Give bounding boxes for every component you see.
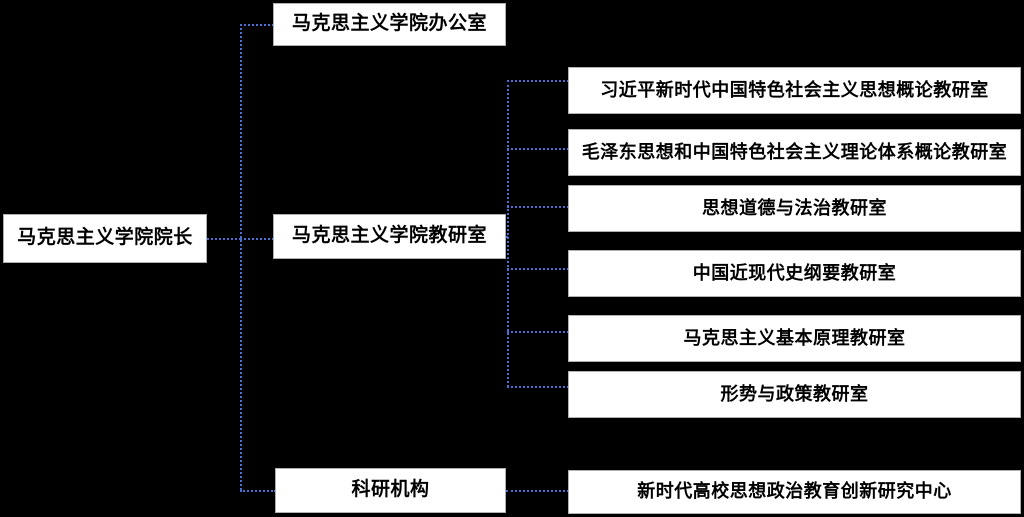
connector-research-org-to-center: [506, 490, 569, 492]
node-root-dean[interactable]: 马克思主义学院院长: [3, 214, 207, 263]
connector-branch-dept-1: [507, 148, 569, 150]
node-branch-office[interactable]: 马克思主义学院办公室: [273, 3, 506, 46]
node-department-xi-jinping-thought[interactable]: 习近平新时代中国特色社会主义思想概论教研室: [568, 67, 1021, 114]
connector-root-to-trunk: [207, 238, 241, 240]
node-research-center-ideological-political-education[interactable]: 新时代高校思想政治教育创新研究中心: [568, 470, 1021, 514]
connector-teaching-to-dept-trunk: [506, 236, 508, 238]
node-department-mao-zedong-thought[interactable]: 毛泽东思想和中国特色社会主义理论体系概论教研室: [568, 129, 1021, 176]
connector-branch-dept-5: [507, 386, 569, 388]
node-department-ideology-morality-rule-of-law[interactable]: 思想道德与法治教研室: [568, 185, 1021, 232]
connector-branch-dept-2: [507, 206, 569, 208]
node-department-situation-and-policy[interactable]: 形势与政策教研室: [568, 371, 1021, 418]
node-department-marxist-basic-principles[interactable]: 马克思主义基本原理教研室: [568, 315, 1021, 362]
connector-trunk-to-teaching: [240, 238, 274, 240]
connector-branch-dept-4: [507, 331, 569, 333]
node-branch-research-institutions[interactable]: 科研机构: [275, 468, 506, 513]
connector-branch-dept-0: [507, 80, 569, 82]
connector-branch-dept-3: [507, 268, 569, 270]
connector-main-trunk: [240, 24, 242, 490]
connector-trunk-to-office: [240, 24, 274, 26]
connector-department-trunk: [507, 80, 509, 387]
connector-trunk-to-research-org: [240, 490, 276, 492]
node-branch-teaching-offices[interactable]: 马克思主义学院教研室: [273, 214, 506, 259]
node-department-modern-chinese-history[interactable]: 中国近现代史纲要教研室: [568, 250, 1021, 297]
